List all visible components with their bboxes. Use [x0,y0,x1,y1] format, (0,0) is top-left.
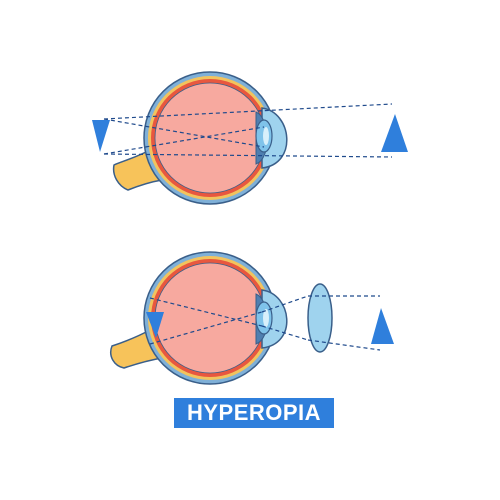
object-triangle-top [381,114,408,152]
rays-top [103,103,393,158]
corrective-lens [307,283,333,353]
image-triangle-bottom [146,312,164,338]
eye-bottom [110,251,288,385]
diagram-title: HYPEROPIA [186,400,322,425]
vitreous-bottom [154,262,266,374]
image-triangle-top [92,120,110,152]
eye-top [112,71,288,205]
title-banner: HYPEROPIA [174,398,334,428]
rays-bottom [149,295,381,351]
object-triangle-bottom [371,308,394,344]
